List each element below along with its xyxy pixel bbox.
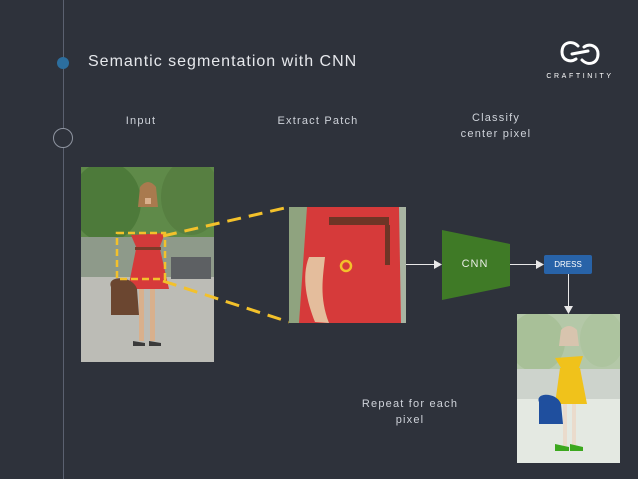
output-class-badge: DRESS — [544, 255, 592, 274]
label-repeat-line2: pixel — [395, 414, 425, 426]
label-extract-patch: Extract Patch — [277, 115, 359, 127]
label-classify-line2: center pixel — [460, 128, 532, 140]
arrow-cnn-to-class — [510, 264, 538, 265]
craftinity-logo: CRAFTINITY — [540, 40, 620, 80]
logo-text: CRAFTINITY — [546, 73, 614, 80]
arrowhead-icon — [536, 260, 544, 269]
arrow-patch-to-cnn — [406, 264, 436, 265]
chain-link-logo-icon — [560, 41, 600, 65]
cnn-block — [442, 230, 510, 300]
timeline-line — [63, 0, 64, 479]
slide-title: Semantic segmentation with CNN — [88, 53, 358, 70]
arrow-class-to-output — [568, 274, 569, 308]
extracted-patch-image — [289, 207, 406, 323]
timeline-dot-active — [57, 57, 69, 69]
arrowhead-icon — [434, 260, 442, 269]
label-input: Input — [125, 115, 157, 127]
label-classify-line1: Classify — [471, 112, 521, 124]
label-repeat-line1: Repeat for each — [361, 398, 459, 410]
input-image — [81, 167, 214, 362]
timeline-dot — [53, 128, 73, 148]
arrowhead-down-icon — [564, 306, 573, 314]
cnn-label: CNN — [461, 258, 489, 270]
segmentation-output-image — [517, 314, 620, 463]
